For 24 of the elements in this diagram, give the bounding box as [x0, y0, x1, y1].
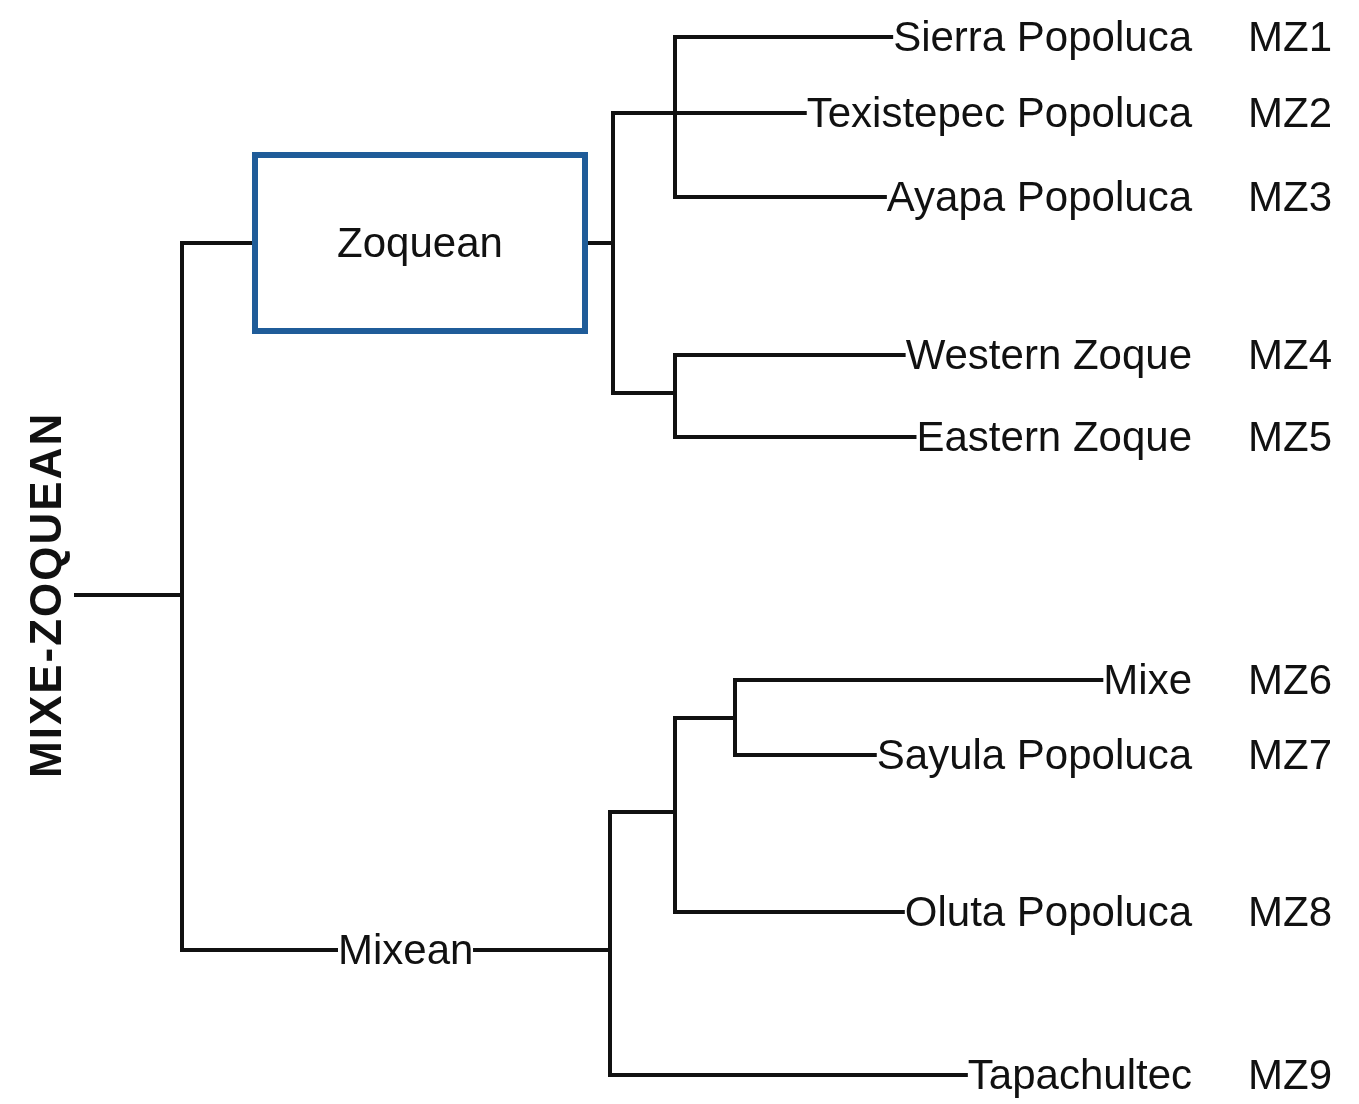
language-label: Ayapa Popoluca	[886, 172, 1192, 222]
code-label: MZ8	[1248, 887, 1332, 937]
branch-line	[588, 241, 919, 439]
language-label: Mixe	[1103, 655, 1192, 705]
code-label: MZ6	[1248, 655, 1332, 705]
root-label: MIXE-ZOQUEAN	[18, 370, 74, 820]
language-label: Oluta Popoluca	[904, 887, 1192, 937]
code-label: MZ2	[1248, 88, 1332, 138]
code-label: MZ9	[1248, 1050, 1332, 1100]
language-label: Western Zoque	[905, 330, 1192, 380]
group-label: Mixean	[338, 925, 474, 975]
branch-line	[74, 593, 340, 952]
language-label: Sayula Popoluca	[876, 730, 1192, 780]
code-label: MZ7	[1248, 730, 1332, 780]
code-label: MZ5	[1248, 412, 1332, 462]
language-label: Sierra Popoluca	[893, 12, 1192, 62]
language-label: Eastern Zoque	[916, 412, 1192, 462]
language-label: Tapachultec	[967, 1050, 1192, 1100]
highlighted-group-label: Zoquean	[252, 152, 588, 334]
code-label: MZ4	[1248, 330, 1332, 380]
code-label: MZ3	[1248, 172, 1332, 222]
code-label: MZ1	[1248, 12, 1332, 62]
language-label: Texistepec Popoluca	[806, 88, 1192, 138]
branch-line	[473, 948, 970, 1077]
